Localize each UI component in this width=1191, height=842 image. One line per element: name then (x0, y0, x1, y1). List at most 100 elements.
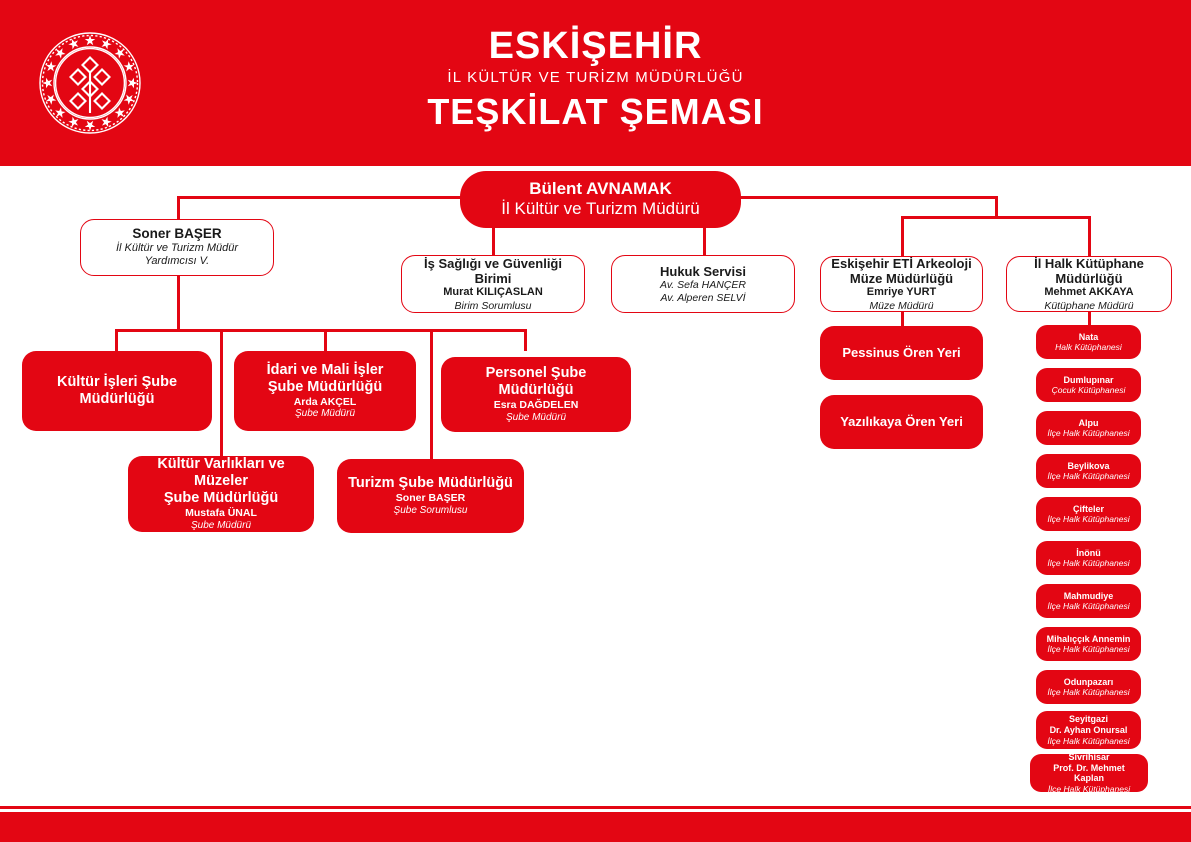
library-mahmudiye-name: Mahmudiye (1063, 590, 1114, 601)
branch-personnel-title: Personel Şube Müdürlüğü (485, 365, 587, 399)
node-library-mihaliccik-annemin[interactable]: Mihalıççık Annemin İlçe Halk Kütüphanesi (1036, 627, 1141, 661)
museum-title-line1: Eskişehir ETİ Arkeoloji (831, 255, 972, 271)
site-pessinus-title: Pessinus Ören Yeri (842, 345, 961, 361)
library-nata-name: Nata (1078, 331, 1099, 342)
library-alpu-name: Alpu (1078, 417, 1099, 428)
connector-right-group-drop (995, 196, 998, 218)
connector-hukuk-drop (703, 228, 706, 255)
branch-tourism-role: Şube Sorumlusu (393, 504, 468, 516)
node-library-beylikova[interactable]: Beylikova İlçe Halk Kütüphanesi (1036, 454, 1141, 488)
library-beylikova-kind: İlçe Halk Kütüphanesi (1047, 471, 1130, 482)
node-library-inonu[interactable]: İnönü İlçe Halk Kütüphanesi (1036, 541, 1141, 575)
branch-heritage-name: Mustafa ÜNAL (185, 507, 257, 520)
director-title: İl Kültür ve Turizm Müdürü (501, 199, 700, 219)
page-header: ESKİŞEHİR İL KÜLTÜR VE TURİZM MÜDÜRLÜĞÜ … (0, 0, 1191, 166)
legal-service-lawyer-2: Av. Alperen SELVİ (660, 291, 746, 304)
library-cifteler-name: Çifteler (1072, 503, 1104, 514)
library-sivrihisar-kind: İlçe Halk Kütüphanesi (1047, 784, 1131, 795)
node-site-pessinus[interactable]: Pessinus Ören Yeri (820, 326, 983, 380)
branch-admin-fin-title-line2: Şube Müdürlüğü (267, 378, 383, 395)
node-occupational-health-safety-unit[interactable]: İş Sağlığı ve Güvenliği Birimi Murat KIL… (401, 255, 585, 313)
node-library-seyitgazi[interactable]: Seyitgazi Dr. Ayhan Onursal İlçe Halk Kü… (1036, 711, 1141, 749)
ministry-emblem-icon (38, 31, 142, 135)
museum-role: Müze Müdürü (869, 299, 934, 312)
node-branch-tourism[interactable]: Turizm Şube Müdürlüğü Soner BAŞER Şube S… (337, 459, 524, 533)
node-legal-service[interactable]: Hukuk Servisi Av. Sefa HANÇER Av. Alpere… (611, 255, 795, 313)
library-directorate-title-line1: İl Halk Kütüphane (1034, 255, 1144, 271)
library-directorate-role: Kütüphane Müdürü (1044, 299, 1134, 312)
connector-root-left-horizontal (177, 196, 465, 199)
header-main-title: TEŞKİLAT ŞEMASI (427, 91, 764, 132)
connector-branch-drop-long-turizm (430, 329, 433, 459)
connector-branch-drop-1 (115, 329, 118, 351)
node-library-mahmudiye[interactable]: Mahmudiye İlçe Halk Kütüphanesi (1036, 584, 1141, 618)
connector-root-right-horizontal (740, 196, 997, 199)
library-odunpazari-name: Odunpazarı (1063, 676, 1114, 687)
branch-heritage-title-line2: Şube Müdürlüğü (163, 490, 279, 507)
museum-title-line2: Müze Müdürlüğü (849, 271, 954, 287)
connector-library-to-list (1088, 312, 1091, 326)
connector-assistant-down (177, 276, 180, 330)
node-library-cifteler[interactable]: Çifteler İlçe Halk Kütüphanesi (1036, 497, 1141, 531)
node-library-odunpazari[interactable]: Odunpazarı İlçe Halk Kütüphanesi (1036, 670, 1141, 704)
node-branch-cultural-affairs[interactable]: Kültür İşleri Şube Müdürlüğü (22, 351, 212, 431)
library-directorate-title-line2: Müdürlüğü (1055, 271, 1123, 287)
branch-personnel-name: Esra DAĞDELEN (493, 399, 579, 412)
library-beylikova-name: Beylikova (1067, 460, 1110, 471)
branch-admin-fin-title-line1: İdari ve Mali İşler (266, 361, 384, 378)
node-branch-administrative-financial[interactable]: İdari ve Mali İşler Şube Müdürlüğü Arda … (234, 351, 416, 431)
node-museum-directorate[interactable]: Eskişehir ETİ Arkeoloji Müze Müdürlüğü E… (820, 256, 983, 312)
library-directorate-name: Mehmet AKKAYA (1044, 286, 1134, 299)
library-dumlupinar-kind: Çocuk Kütüphanesi (1051, 385, 1126, 396)
legal-service-lawyer-1: Av. Sefa HANÇER (660, 279, 746, 292)
library-dumlupinar-name: Dumlupınar (1063, 374, 1114, 385)
library-odunpazari-kind: İlçe Halk Kütüphanesi (1047, 687, 1130, 698)
connector-right-group-horizontal (901, 216, 1090, 219)
node-library-alpu[interactable]: Alpu İlçe Halk Kütüphanesi (1036, 411, 1141, 445)
deputy-director-title: İl Kültür ve Turizm Müdür Yardımcısı V. (115, 242, 239, 268)
branch-admin-fin-role: Şube Müdürü (294, 408, 356, 420)
ohs-unit-title: İş Sağlığı ve Güvenliği Birimi (424, 255, 562, 287)
site-yazilikaya-title: Yazılıkaya Ören Yeri (840, 414, 963, 430)
museum-name: Emriye YURT (866, 286, 937, 299)
connector-assistant-drop (177, 196, 180, 220)
branch-personnel-role: Şube Müdürü (505, 411, 567, 423)
library-sivrihisar-person: Prof. Dr. Mehmet Kaplan (1053, 762, 1125, 784)
legal-service-title: Hukuk Servisi (660, 263, 746, 279)
connector-root-center-drop (492, 228, 495, 255)
footer-divider (0, 806, 1191, 809)
header-subtitle: İL KÜLTÜR VE TURİZM MÜDÜRLÜĞÜ (447, 69, 744, 86)
node-director[interactable]: Bülent AVNAMAK İl Kültür ve Turizm Müdür… (460, 171, 741, 228)
library-cifteler-kind: İlçe Halk Kütüphanesi (1047, 514, 1130, 525)
library-mihaliccik-kind: İlçe Halk Kütüphanesi (1047, 644, 1130, 655)
node-public-library-directorate[interactable]: İl Halk Kütüphane Müdürlüğü Mehmet AKKAY… (1006, 256, 1172, 312)
node-library-dumlupinar[interactable]: Dumlupınar Çocuk Kütüphanesi (1036, 368, 1141, 402)
library-inonu-kind: İlçe Halk Kütüphanesi (1047, 558, 1130, 569)
ohs-unit-role: Birim Sorumlusu (454, 299, 532, 312)
node-library-sivrihisar[interactable]: Sivrihisar Prof. Dr. Mehmet Kaplan İlçe … (1030, 752, 1148, 795)
node-deputy-director[interactable]: Soner BAŞER İl Kültür ve Turizm Müdür Ya… (80, 219, 274, 276)
library-seyitgazi-kind: İlçe Halk Kütüphanesi (1047, 735, 1130, 746)
connector-branch-drop-2 (324, 329, 327, 351)
branch-tourism-title: Turizm Şube Müdürlüğü (348, 475, 513, 492)
connector-branch-drop-long-kultur-varliklari (220, 329, 223, 459)
branch-admin-fin-name: Arda AKÇEL (293, 395, 357, 408)
library-nata-kind: Halk Kütüphanesi (1055, 342, 1122, 353)
library-mihaliccik-name: Mihalıççık Annemin (1046, 633, 1131, 644)
node-library-nata[interactable]: Nata Halk Kütüphanesi (1036, 325, 1141, 359)
branch-heritage-title-line1: Kültür Varlıkları ve Müzeler (157, 456, 285, 490)
connector-library-drop (1088, 216, 1091, 256)
connector-museum-to-sites (901, 312, 904, 330)
branch-cultural-affairs-title: Kültür İşleri Şube Müdürlüğü (56, 373, 178, 407)
library-mahmudiye-kind: İlçe Halk Kütüphanesi (1047, 601, 1130, 612)
connector-museum-drop (901, 216, 904, 256)
node-site-yazilikaya[interactable]: Yazılıkaya Ören Yeri (820, 395, 983, 449)
director-name: Bülent AVNAMAK (529, 179, 672, 199)
library-seyitgazi-name: Seyitgazi (1068, 714, 1108, 725)
library-alpu-kind: İlçe Halk Kütüphanesi (1047, 428, 1130, 439)
header-city: ESKİŞEHİR (488, 25, 703, 67)
node-branch-personnel[interactable]: Personel Şube Müdürlüğü Esra DAĞDELEN Şu… (441, 357, 631, 432)
node-branch-cultural-heritage-museums[interactable]: Kültür Varlıkları ve Müzeler Şube Müdürl… (128, 456, 314, 532)
branch-heritage-role: Şube Müdürü (190, 519, 252, 531)
